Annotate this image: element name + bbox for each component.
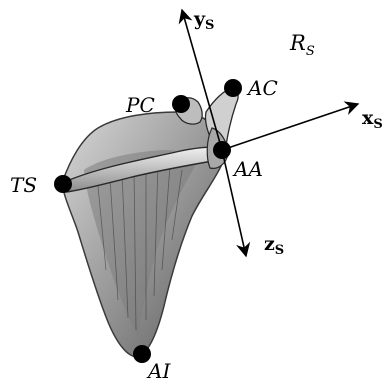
y-axis-label: yS xyxy=(193,8,214,33)
landmark-point-ts xyxy=(54,175,72,193)
landmark-label-ts: TS xyxy=(10,173,37,197)
frame-label: RS xyxy=(289,31,315,59)
landmark-point-ac xyxy=(224,79,242,97)
scapula-bone-illustration xyxy=(62,88,238,357)
landmark-point-aa xyxy=(213,141,231,159)
landmark-label-ai: AI xyxy=(146,359,171,383)
landmark-point-pc xyxy=(172,95,190,113)
landmark-label-aa: AA xyxy=(232,157,263,181)
z-axis-label: zS xyxy=(264,233,284,258)
landmark-label-pc: PC xyxy=(125,93,155,117)
x-axis-label: xS xyxy=(362,107,383,132)
x-axis-arrow xyxy=(222,104,358,150)
landmark-label-ac: AC xyxy=(246,76,278,100)
